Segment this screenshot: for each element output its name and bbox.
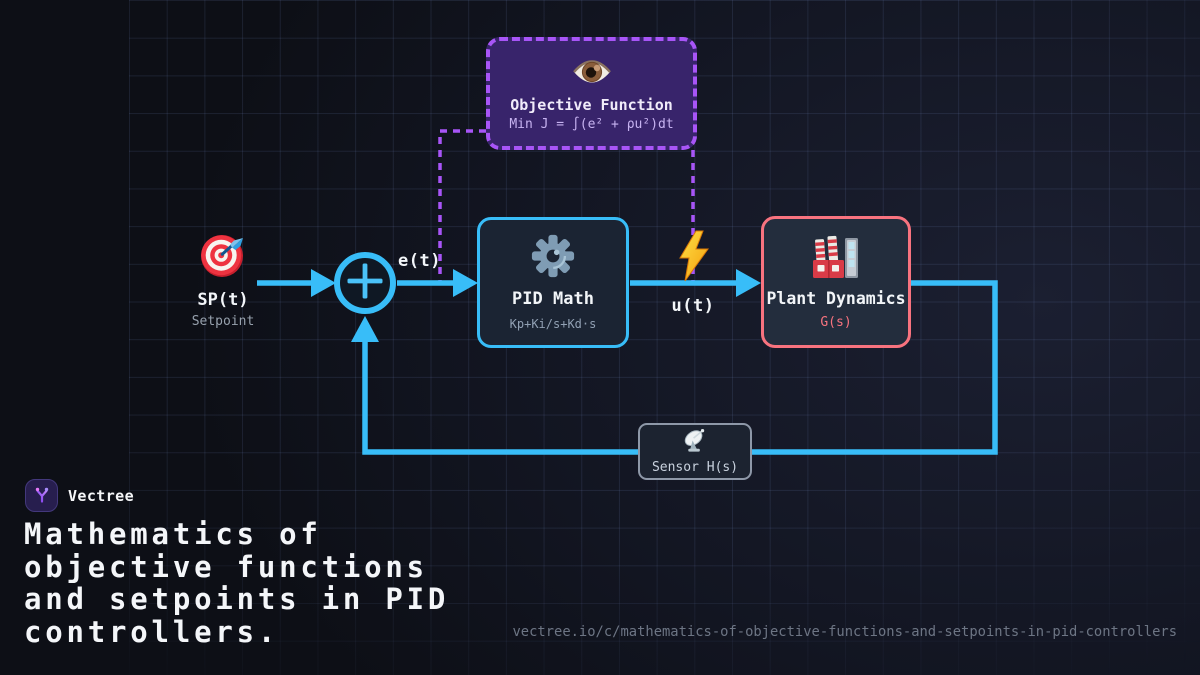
arrowhead-control xyxy=(736,269,761,297)
eye-icon xyxy=(571,56,613,92)
gear-icon xyxy=(531,234,575,282)
summing-junction xyxy=(334,252,396,314)
feedback-line xyxy=(362,280,998,455)
target-icon xyxy=(199,231,247,283)
arrowhead-feedback xyxy=(351,316,379,342)
plant-title: Plant Dynamics xyxy=(766,289,906,308)
plus-icon xyxy=(346,262,384,304)
brand-lockup: Vectree xyxy=(25,479,134,512)
pid-math-box: PID Math Kp+Ki/s+Kd·s xyxy=(477,217,629,348)
objective-link-left xyxy=(438,129,486,282)
objective-formula: Min J = ∫(e² + ρu²)dt xyxy=(509,116,674,132)
title-line-1: Mathematics of xyxy=(24,517,322,551)
setpoint-sublabel: Setpoint xyxy=(191,314,255,329)
satellite-dish-icon xyxy=(682,428,709,459)
setpoint-label: SP(t) xyxy=(197,290,249,310)
arrowhead-setpoint xyxy=(311,269,336,297)
control-signal-label: u(t) xyxy=(671,296,715,316)
title-line-4: controllers. xyxy=(24,615,280,650)
plant-formula: G(s) xyxy=(820,315,852,330)
sensor-label: Sensor H(s) xyxy=(651,460,739,475)
title-line-3: and setpoints in PID xyxy=(24,582,450,617)
arrowhead-error xyxy=(453,269,478,297)
plant-dynamics-box: Plant Dynamics G(s) xyxy=(761,216,911,348)
page-title: Mathematics of objective functions and s… xyxy=(24,518,449,649)
pid-formula: Kp+Ki/s+Kd·s xyxy=(509,317,597,331)
title-line-2: objective functions xyxy=(24,549,428,584)
canonical-url: vectree.io/c/mathematics-of-objective-fu… xyxy=(512,624,1177,640)
objective-function-box: Objective Function Min J = ∫(e² + ρu²)dt xyxy=(486,37,697,150)
vectree-branch-icon xyxy=(32,484,52,508)
setpoint-node: SP(t) Setpoint xyxy=(183,231,263,329)
lightning-icon xyxy=(677,230,711,286)
factory-icon xyxy=(811,234,861,284)
objective-title: Objective Function xyxy=(510,95,673,114)
pid-title: PID Math xyxy=(512,289,594,309)
brand-name: Vectree xyxy=(68,486,135,505)
error-signal-label: e(t) xyxy=(398,251,441,271)
vectree-logo xyxy=(25,479,58,512)
sensor-box: Sensor H(s) xyxy=(638,423,752,480)
